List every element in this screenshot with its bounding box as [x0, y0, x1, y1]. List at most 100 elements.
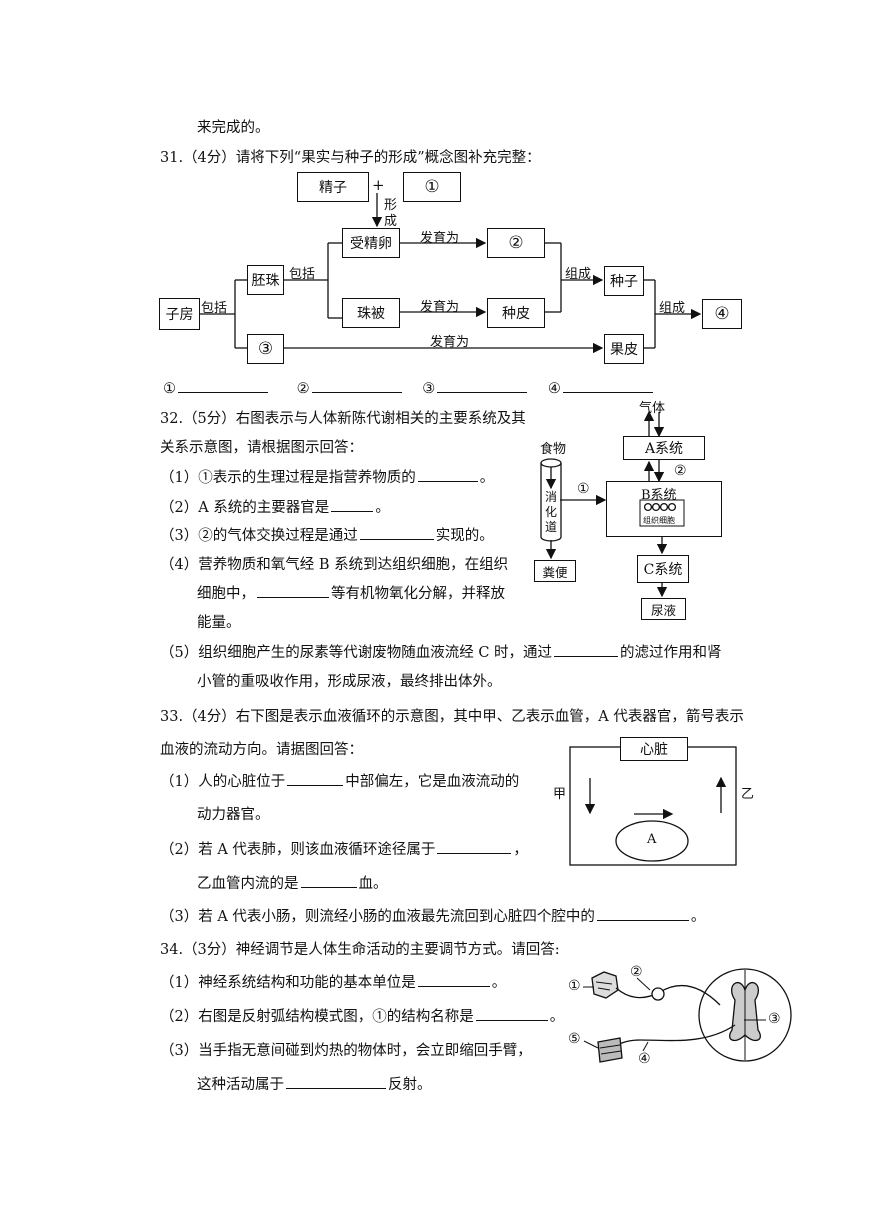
integument-box: 珠被	[342, 298, 400, 328]
c-system-box: C系统	[637, 555, 689, 583]
reflex-label-5: ⑤	[568, 1031, 581, 1047]
q32-item-4c: 能量。	[197, 615, 241, 631]
q33-i1-text: （1）人的心脏位于	[160, 774, 286, 790]
compose-label-1: 组成	[565, 267, 592, 282]
answer-label-4: ④	[547, 381, 561, 397]
q34-item-3b: 这种活动属于 反射。	[197, 1073, 432, 1094]
q33-i3-text: （3）若 A 代表小肠，则流经小肠的血液最先流回到心脏四个腔中的	[160, 909, 595, 925]
sperm-box: 精子	[297, 172, 369, 202]
answer-blank-2[interactable]	[311, 378, 402, 393]
q32-blank-5[interactable]	[554, 642, 619, 657]
q32-blank-2[interactable]	[331, 497, 374, 512]
q33-blank-2[interactable]	[437, 839, 512, 854]
q34-item-2: （2）右图是反射弧结构模式图，①的结构名称是 。	[160, 1005, 564, 1026]
q32-item-5a: （5）组织细胞产生的尿素等代谢废物随血液流经 C 时，通过 的滤过作用和肾	[160, 641, 722, 662]
q32-i1-text: （1）①表示的生理过程是指营养物质的	[160, 470, 416, 486]
q33-item-2b: 乙血管内流的是 血。	[197, 872, 388, 893]
q32-i5-text: （5）组织细胞产生的尿素等代谢废物随血液流经 C 时，通过	[160, 645, 553, 661]
q34-i1-text: （1）神经系统结构和功能的基本单位是	[160, 975, 416, 991]
pericarp-box: 果皮	[604, 334, 644, 364]
compose-label-2: 组成	[659, 301, 686, 316]
answer-blank-4[interactable]	[562, 378, 653, 393]
plus-sign: +	[372, 176, 385, 194]
q32-item-3: （3）②的气体交换过程是通过 实现的。	[160, 524, 494, 545]
b-system-box	[606, 481, 722, 537]
q32-i3-text: （3）②的气体交换过程是通过	[160, 528, 358, 544]
urine-box: 尿液	[641, 598, 686, 620]
answer-label-1: ①	[163, 381, 176, 397]
q32-stem-2: 关系示意图，请根据图示回答：	[160, 440, 363, 456]
q32-i3-end: 实现的。	[435, 528, 494, 544]
process-1-label: ①	[577, 481, 590, 497]
heart-box: 心脏	[620, 737, 688, 761]
vessel-jia-label: 甲	[553, 787, 567, 802]
q32-blank-4[interactable]	[257, 583, 329, 598]
q32-blank-3[interactable]	[359, 525, 434, 540]
reflex-label-4: ④	[638, 1051, 651, 1067]
q33-i2-end2: 血。	[358, 876, 388, 892]
q34-item-1: （1）神经系统结构和功能的基本单位是 。	[160, 971, 506, 992]
q34-i2-end: 。	[549, 1009, 565, 1025]
q33-item-1a: （1）人的心脏位于中部偏左，它是血液流动的	[160, 770, 519, 791]
q32-i5-rest: 的滤过作用和肾	[620, 645, 722, 661]
cheng-char: 成	[384, 214, 398, 229]
q33-item-2a: （2）若 A 代表肺，则该血液循环途径属于，	[160, 838, 528, 859]
q31-answer-line: ① ② ③ ④	[163, 378, 655, 397]
ovule-box: 胚珠	[247, 265, 284, 295]
reflex-label-1: ①	[568, 978, 581, 994]
q33-stem-1: 33.（4分）右下图是表示血液循环的示意图，其中甲、乙表示血管，A 代表器官，箭…	[160, 709, 744, 725]
q33-i2-text: （2）若 A 代表肺，则该血液循环途径属于	[160, 842, 436, 858]
a-system-box: A系统	[623, 436, 705, 460]
gut-char-1: 消	[545, 490, 558, 504]
blank-box-4: ④	[702, 299, 742, 329]
develop-label-1: 发育为	[420, 231, 460, 246]
answer-blank-1[interactable]	[178, 378, 268, 393]
blank-box-2: ②	[487, 228, 545, 258]
q34-i1-end: 。	[491, 975, 507, 991]
gut-char-2: 化	[545, 505, 558, 519]
gut-char-3: 道	[545, 520, 558, 534]
q34-i2-text: （2）右图是反射弧结构模式图，①的结构名称是	[160, 1009, 474, 1025]
q32-blank-1[interactable]	[417, 467, 478, 482]
q33-blank-4[interactable]	[596, 906, 689, 921]
q32-item-2: （2）A 系统的主要器官是。	[160, 496, 390, 517]
q32-i4-text: 细胞中，	[197, 586, 255, 602]
b-system-label: B系统	[641, 488, 677, 503]
q33-i2-line2: 乙血管内流的是	[197, 876, 299, 892]
answer-label-2: ②	[296, 381, 310, 397]
tissue-cells-label: 组织细胞	[643, 516, 675, 525]
ovary-box: 子房	[159, 298, 200, 330]
q34-blank-3[interactable]	[286, 1074, 386, 1089]
reflex-label-3: ③	[768, 1011, 781, 1027]
q32-stem-1: 32.（5分）右图表示与人体新陈代谢相关的主要系统及其	[160, 411, 526, 427]
develop-label-2: 发育为	[420, 300, 460, 315]
top-line: 来完成的。	[197, 120, 270, 136]
q34-i3-end: 反射。	[388, 1077, 432, 1093]
q32-item-5b: 小管的重吸收作用，形成尿液，最终排出体外。	[197, 674, 502, 690]
gas-label: 气体	[639, 401, 666, 416]
blank-box-3: ③	[247, 334, 284, 364]
answer-blank-3[interactable]	[437, 378, 528, 393]
q32-item-4a: （4）营养物质和氧气经 B 系统到达组织细胞，在组织	[160, 557, 509, 573]
vessel-yi-label: 乙	[741, 787, 755, 802]
q34-blank-2[interactable]	[475, 1006, 548, 1021]
seed-box: 种子	[604, 266, 644, 296]
organ-a-label: A	[647, 832, 657, 847]
food-label: 食物	[540, 442, 567, 457]
include-label-1: 包括	[201, 301, 228, 316]
xing-char: 形	[384, 198, 398, 213]
q32-i1-end: 。	[479, 470, 495, 486]
q34-blank-1[interactable]	[417, 972, 490, 987]
q32-item-1: （1）①表示的生理过程是指营养物质的 。	[160, 466, 494, 487]
q32-item-4b: 细胞中，等有机物氧化分解，并释放	[197, 582, 505, 603]
q33-blank-1[interactable]	[287, 771, 344, 786]
q31-stem: 31.（4分）请将下列“果实与种子的形成”概念图补充完整：	[160, 150, 541, 166]
q34-i3-text: 这种活动属于	[197, 1077, 284, 1093]
develop-label-3: 发育为	[430, 335, 470, 350]
q34-stem: 34.（3分）神经调节是人体生命活动的主要调节方式。请回答:	[160, 942, 560, 958]
fertilized-egg-box: 受精卵	[342, 228, 400, 258]
q33-blank-3[interactable]	[300, 873, 357, 888]
q33-i3-end: 。	[690, 909, 706, 925]
